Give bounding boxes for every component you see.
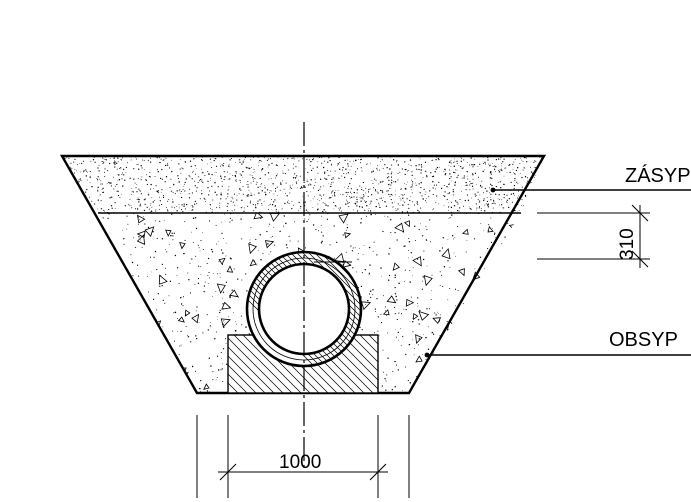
dim-1000-text: 1000 bbox=[279, 452, 321, 473]
dim-1000-tick-left bbox=[219, 463, 237, 481]
trench-outline bbox=[59, 154, 547, 395]
bedding-label: OBSYP bbox=[609, 329, 678, 351]
dim-310-tick-bottom bbox=[631, 250, 649, 268]
dim-1000-tick-right bbox=[369, 463, 387, 481]
dim-310-text: 310 bbox=[617, 228, 638, 260]
dim-310-tick-top bbox=[631, 204, 649, 222]
backfill-label: ZÁSYP bbox=[625, 164, 691, 187]
backfill-sand-texture bbox=[62, 156, 544, 213]
